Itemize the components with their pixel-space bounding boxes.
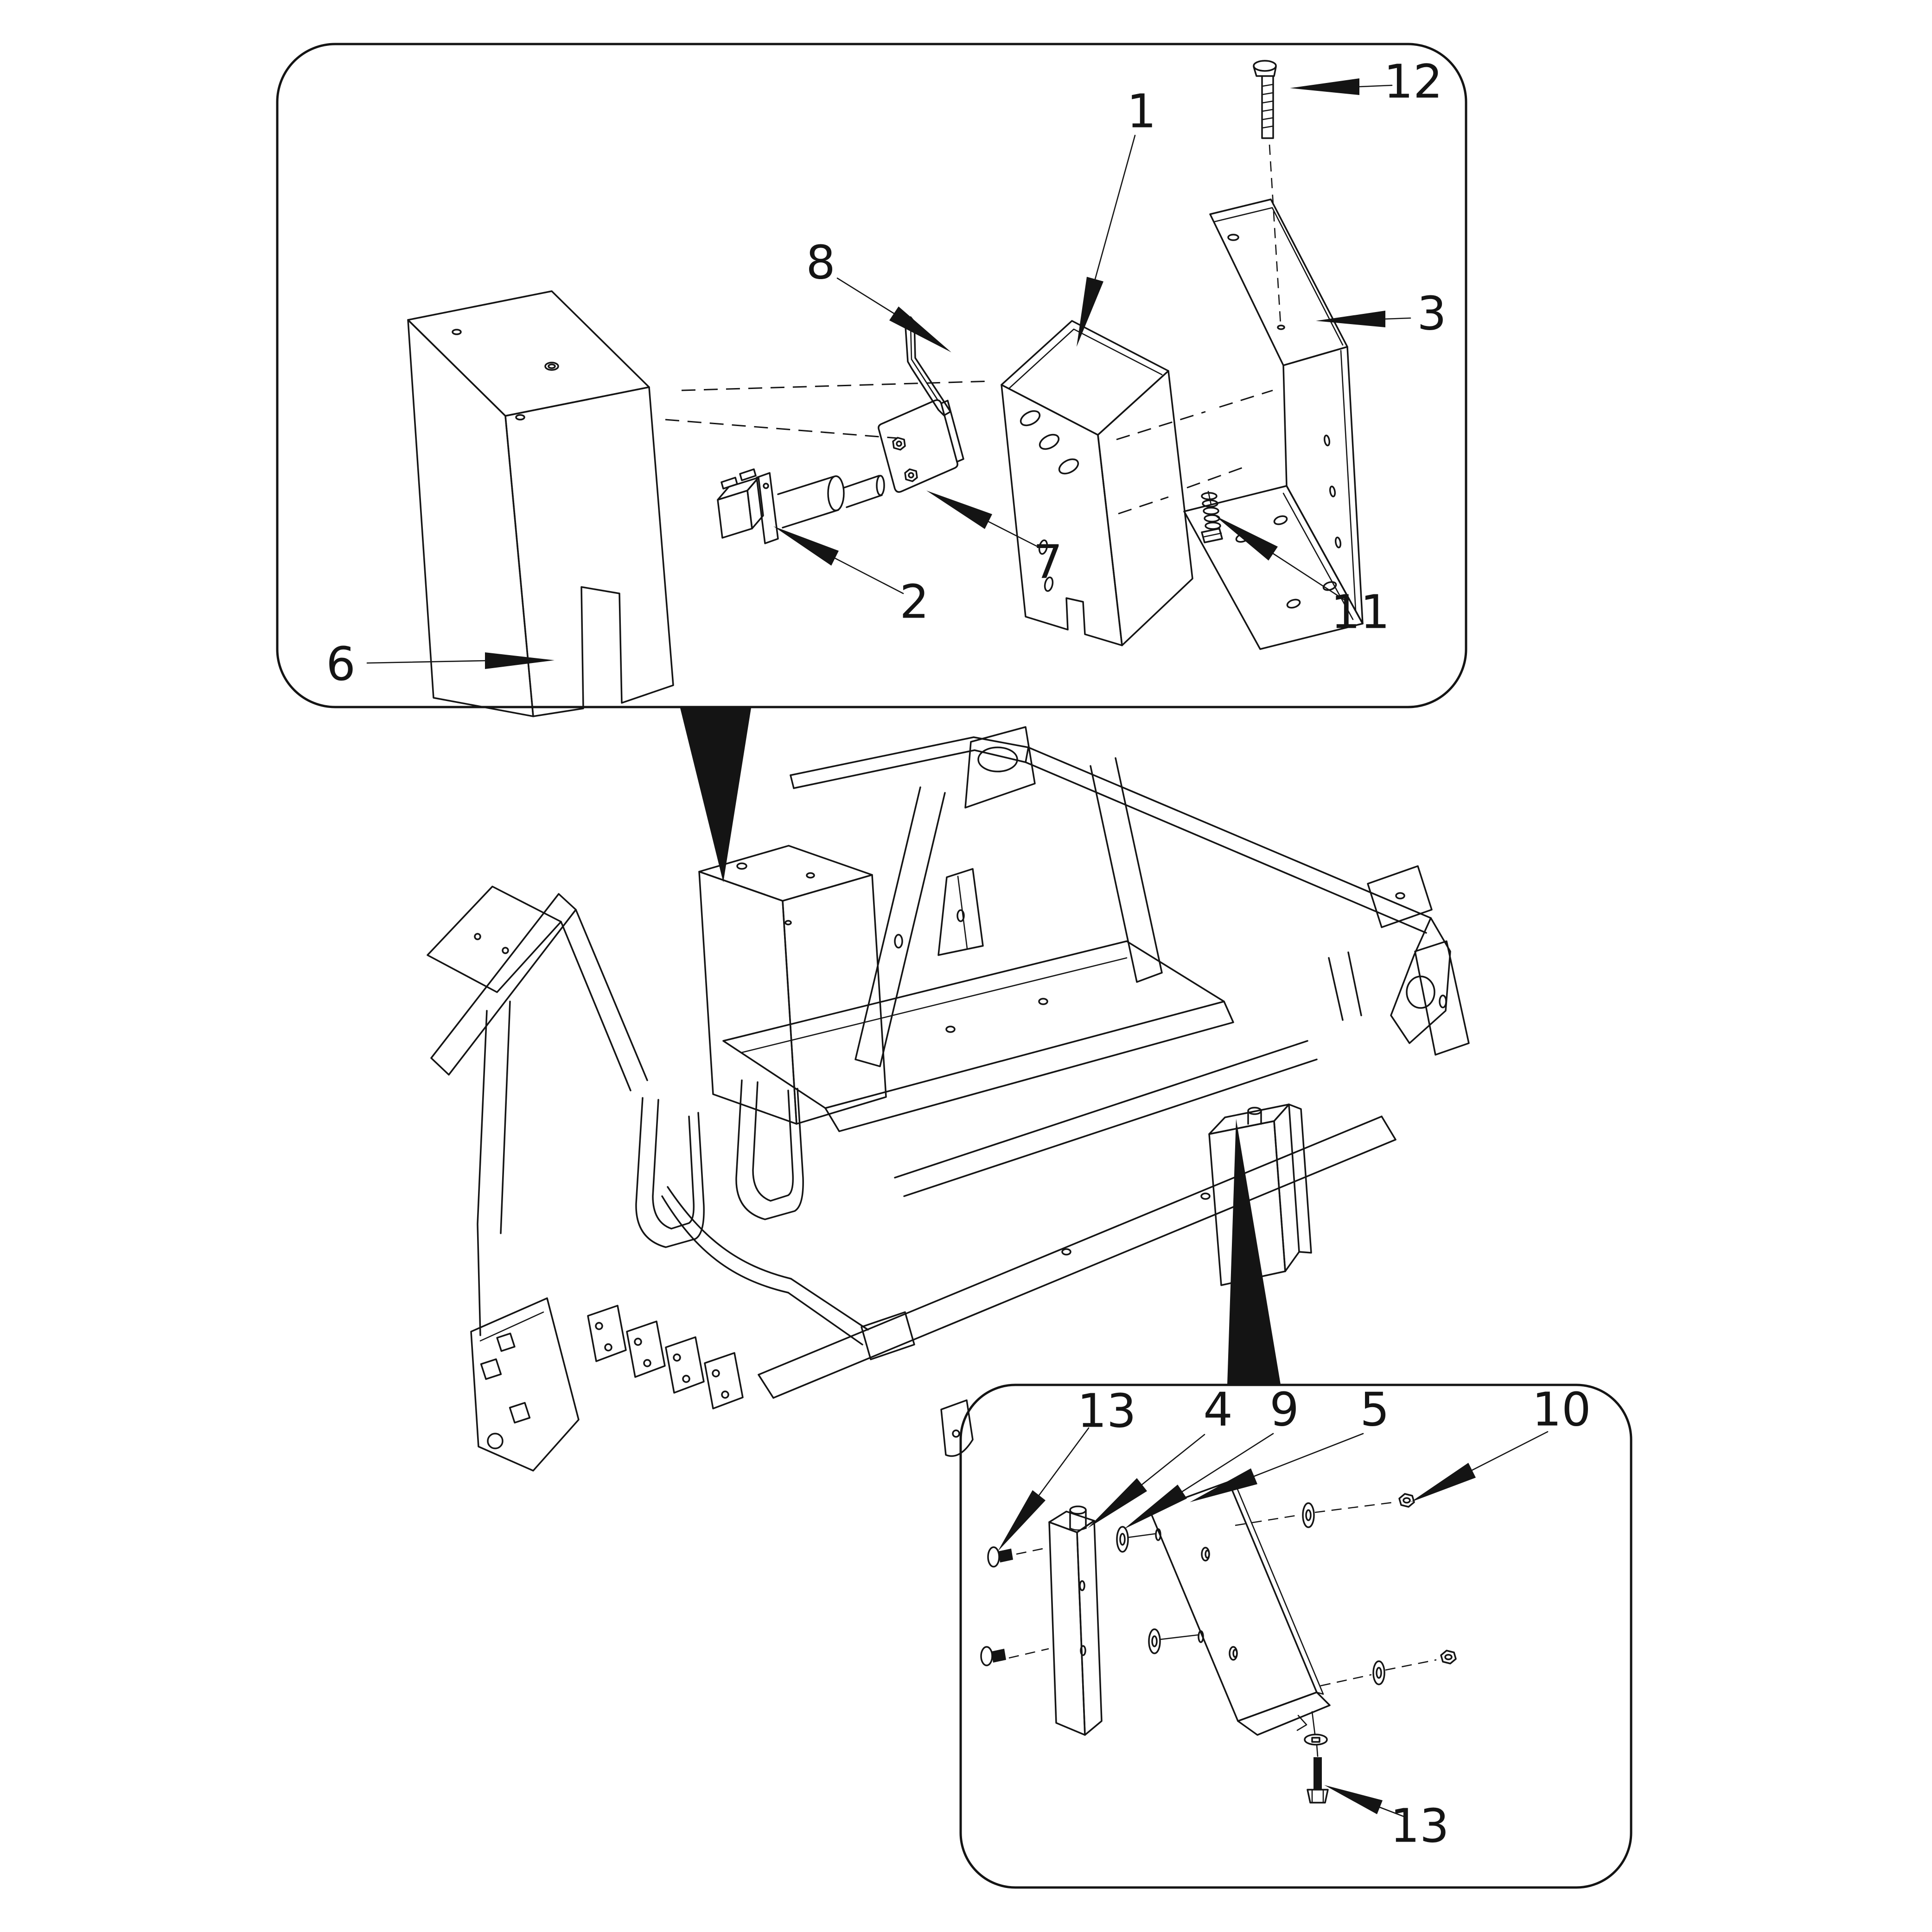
part-12-screw (1253, 60, 1282, 325)
part-label-12: 12 (1384, 55, 1442, 109)
part-label-11: 11 (1331, 585, 1390, 639)
chassis-main-view (427, 726, 1470, 1472)
part-label-8: 8 (806, 236, 835, 290)
part-label-3: 3 (1417, 287, 1447, 341)
part-2-sensor (717, 468, 885, 544)
part-label-9: 9 (1269, 1383, 1299, 1437)
part-7-mount-plate (878, 399, 964, 493)
left-wing (427, 886, 648, 1336)
front-hitch-plate (470, 1297, 580, 1472)
top-callout-border (276, 43, 1467, 708)
chassis-cover-box (698, 845, 887, 1125)
part-label-5: 5 (1360, 1383, 1390, 1437)
part-4-tank (1048, 1505, 1103, 1736)
part-label-2: 2 (899, 575, 929, 629)
part-label-10: 10 (1532, 1383, 1591, 1437)
hardware-row-upper (987, 1493, 1415, 1568)
part-label-13-upper: 13 (1077, 1384, 1136, 1438)
top-detail-callout: 1 12 3 8 2 7 11 6 (276, 43, 1467, 717)
part-label-13-lower: 13 (1390, 1799, 1449, 1853)
leader-lines-bottom (998, 1427, 1549, 1817)
deck-platform (722, 940, 1234, 1132)
part-label-6: 6 (326, 637, 356, 691)
rear-crossmember (790, 726, 1036, 809)
front-lower-rail (758, 1116, 1396, 1457)
u-tubes (635, 1079, 915, 1360)
callout-pointer-bottom (1227, 1119, 1281, 1384)
right-rail-hitch (1025, 746, 1470, 1056)
part-11-spring-screw (1201, 491, 1223, 543)
hanger-brackets (937, 868, 984, 956)
bottom-callout-border (959, 1384, 1632, 1889)
part-labels-top: 1 12 3 8 2 7 11 6 (326, 55, 1447, 691)
part-6-cover-box (407, 290, 674, 717)
bottom-detail-callout: 13 4 9 5 10 13 (959, 1383, 1632, 1889)
leader-lines-top (366, 78, 1411, 669)
part-labels-bottom: 13 4 9 5 10 13 (1077, 1383, 1591, 1853)
link-plates (587, 1305, 744, 1409)
a-pillars (854, 757, 1318, 1197)
part-1-control-box (1001, 320, 1193, 646)
hardware-row-lower (980, 1628, 1457, 1687)
explosion-axis-lines (665, 380, 1273, 515)
part-label-4: 4 (1203, 1383, 1233, 1437)
chassis-tank (1208, 1103, 1312, 1286)
callout-pointer-top (680, 708, 751, 882)
part-label-7: 7 (1033, 535, 1063, 589)
bottom-bolt-assembly (1304, 1711, 1329, 1804)
part-3-bracket (1183, 198, 1364, 650)
part-label-1: 1 (1127, 84, 1156, 139)
